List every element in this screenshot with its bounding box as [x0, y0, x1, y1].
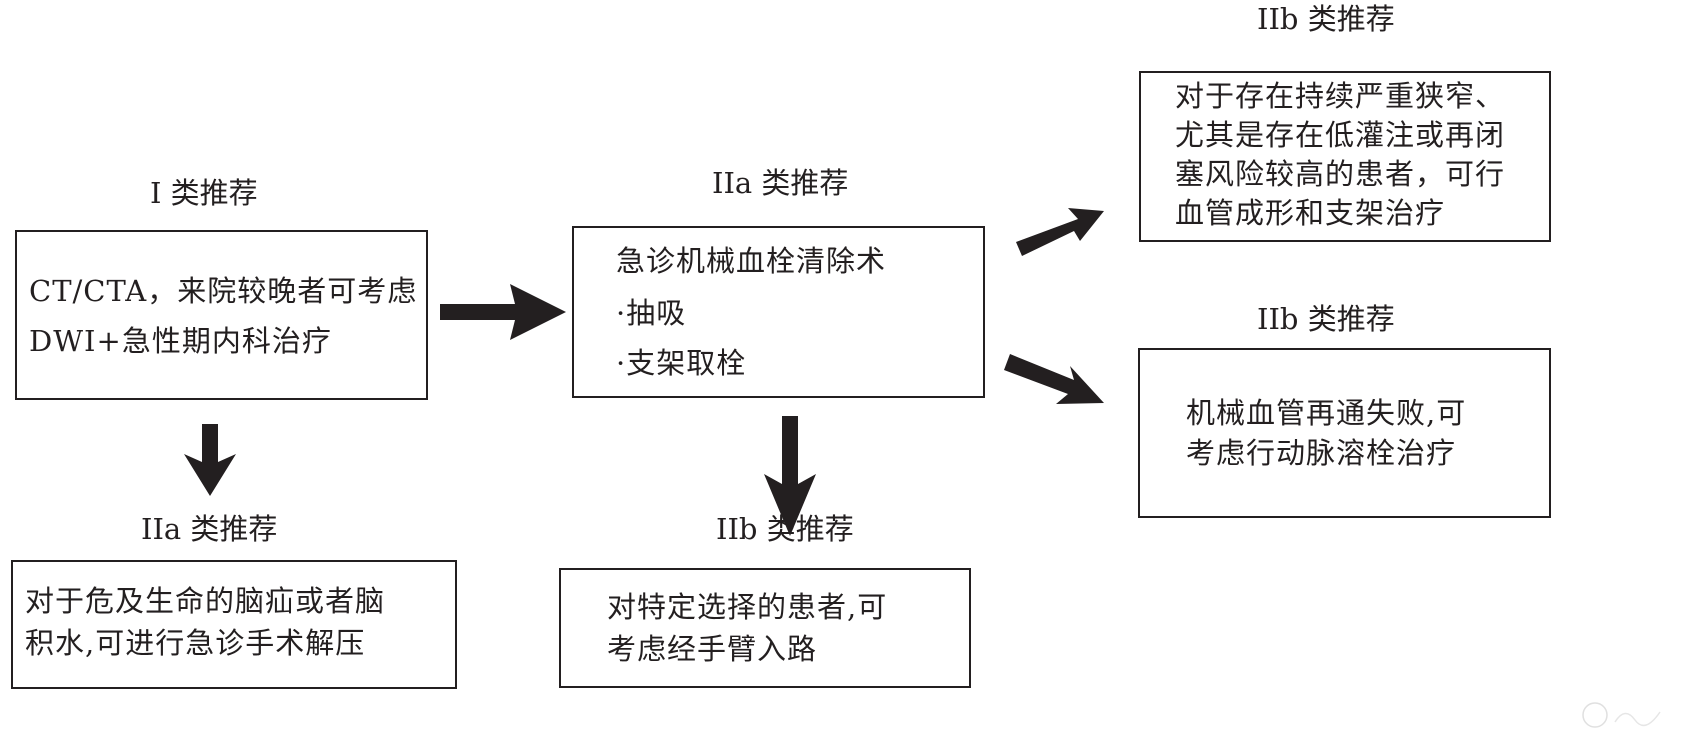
class2a-thrombectomy-line-1: 急诊机械血栓清除术 [616, 244, 887, 278]
class2b-stenting-line-3: 塞风险较高的患者，可行 [1175, 157, 1506, 191]
class2a-thrombectomy-box: 急诊机械血栓清除术 ·抽吸 ·支架取栓 [572, 226, 985, 398]
class2b-thrombolysis-line-2: 考虑行动脉溶栓治疗 [1186, 436, 1457, 470]
arrow-down-right-icon [1004, 354, 1104, 404]
class1-line-1: CT/CTA，来院较晚者可考虑 [29, 274, 418, 308]
class2a-surgery-label: IIa 类推荐 [141, 512, 278, 546]
arrow-right-icon [440, 284, 566, 340]
class1-label: I 类推荐 [150, 176, 258, 210]
class2b-transradial-line-2: 考虑经手臂入路 [607, 632, 818, 666]
watermark-seal-icon [1580, 700, 1670, 730]
class1-line-2: DWI+急性期内科治疗 [29, 324, 332, 358]
class2a-surgery-line-1: 对于危及生命的脑疝或者脑 [25, 584, 386, 618]
class2b-transradial-box: 对特定选择的患者,可 考虑经手臂入路 [559, 568, 971, 688]
class2b-thrombolysis-box: 机械血管再通失败,可 考虑行动脉溶栓治疗 [1138, 348, 1551, 518]
class2b-thrombolysis-label: IIb 类推荐 [1257, 302, 1395, 336]
class2b-transradial-line-1: 对特定选择的患者,可 [607, 590, 888, 624]
class2a-thrombectomy-line-3: ·支架取栓 [616, 346, 747, 380]
arrow-down-icon [184, 424, 236, 496]
class2b-stenting-line-2: 尤其是存在低灌注或再闭 [1175, 118, 1506, 152]
class2b-transradial-label: IIb 类推荐 [716, 512, 854, 546]
class1-box: CT/CTA，来院较晚者可考虑 DWI+急性期内科治疗 [15, 230, 428, 400]
class2a-surgery-line-2: 积水,可进行急诊手术解压 [25, 626, 366, 660]
class2a-thrombectomy-line-2: ·抽吸 [616, 296, 687, 330]
class2a-surgery-box: 对于危及生命的脑疝或者脑 积水,可进行急诊手术解压 [11, 560, 457, 689]
class2b-stenting-line-1: 对于存在持续严重狭窄、 [1175, 79, 1506, 113]
class2a-thrombectomy-label: IIa 类推荐 [712, 166, 849, 200]
class2b-thrombolysis-line-1: 机械血管再通失败,可 [1186, 396, 1467, 430]
class2b-stenting-label: IIb 类推荐 [1257, 2, 1395, 36]
class2b-stenting-box: 对于存在持续严重狭窄、 尤其是存在低灌注或再闭 塞风险较高的患者，可行 血管成形… [1139, 71, 1551, 242]
arrow-up-right-icon [1016, 208, 1104, 256]
class2b-stenting-line-4: 血管成形和支架治疗 [1175, 196, 1446, 230]
